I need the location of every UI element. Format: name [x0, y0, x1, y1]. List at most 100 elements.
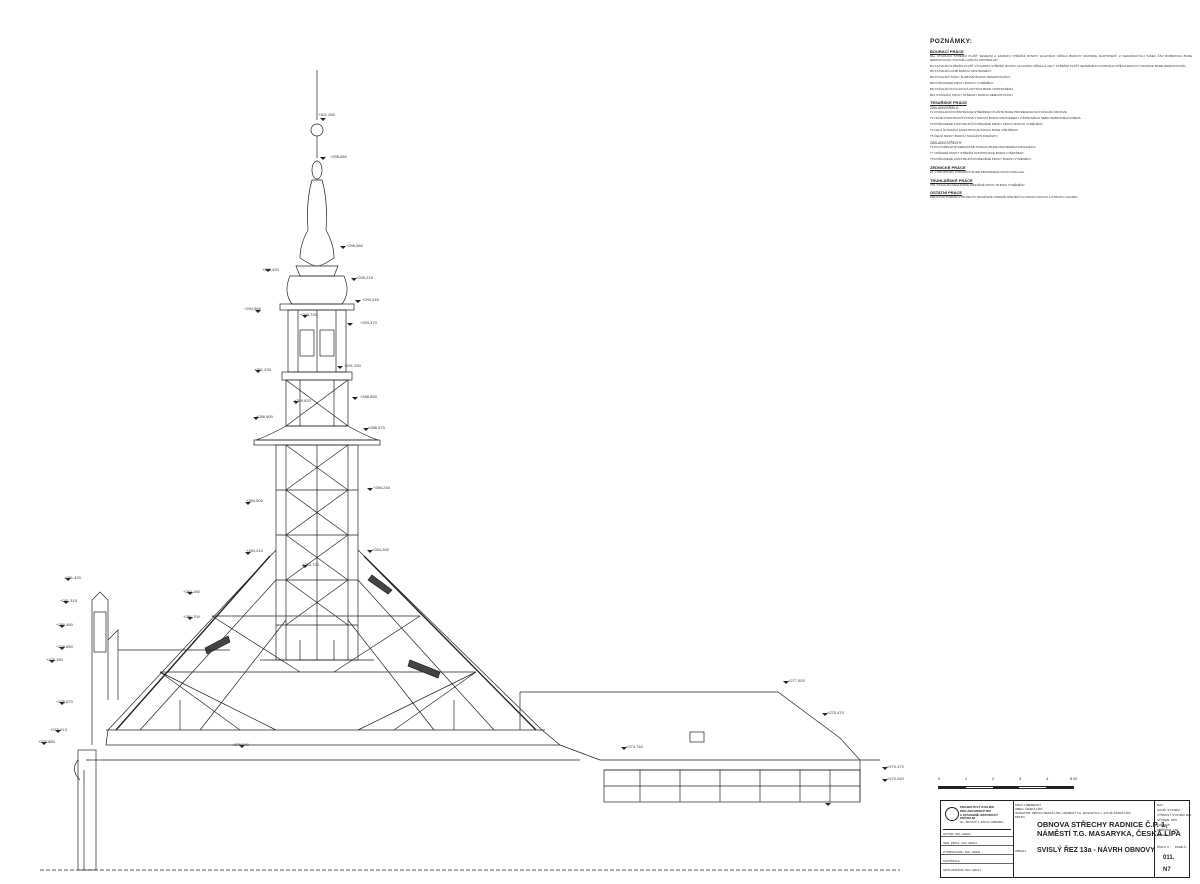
title-block-main: KRAJ: LIBERECKÝ OBEC: ČESKÁ LÍPA INVESTO…	[1013, 801, 1191, 877]
meta-line: ČÍSLO V. :	[1157, 845, 1172, 849]
level-label: +286,900	[256, 414, 273, 419]
level-label: +281,700	[183, 614, 200, 619]
firm-address: UL. ŠKOLNÍ 1, 460 01 LIBEREC	[960, 820, 1004, 824]
level-label: +294,245	[362, 297, 379, 302]
section-heading: TRUHLÁŘSKÉ PRÁCE	[930, 177, 973, 183]
notes-title: POZNÁMKY:	[930, 38, 973, 45]
level-label: +298,680	[330, 154, 347, 159]
level-label: +280,460	[56, 622, 73, 627]
role-label: SPOLUPRÁCE:	[943, 868, 965, 872]
role-value: ING. ARCH.	[961, 841, 978, 845]
level-label: +277,920	[788, 678, 805, 683]
level-label: +275,970	[56, 699, 73, 704]
note-paragraph: T2 NOVÉ KONSTRUKČNÍ PRVKY KROVU BUDOU PR…	[930, 116, 1082, 121]
level-label: +289,820	[294, 398, 311, 403]
role-row: AUTOR: ING. ARCH.	[941, 831, 1013, 837]
meta-line: DAT.:	[1157, 803, 1165, 807]
notes-section: ZÁKLADNÍ STŘECHY T6 PO KOMPLETNÍ DEMONTÁ…	[930, 141, 1192, 161]
note-paragraph: B8 POŠKOZENÉ PRVKY BUDOU VYMĚNĚNY.	[930, 80, 994, 85]
scale-tick: 2	[992, 776, 995, 781]
level-label: +293,720	[300, 312, 317, 317]
scale-tick: 0	[938, 776, 941, 781]
level-label: +270,880	[38, 739, 55, 744]
note-paragraph: PROSTOR PODKROVÍ BUDE PO TESAŘSKÉ OPRAVĚ…	[930, 195, 1079, 200]
level-label: +286,570	[368, 425, 385, 430]
firm-name-line: A STAVEBNĚ HISTORICKÝ PRŮZKUM	[960, 813, 999, 821]
role-value: ING. ARCH.	[965, 868, 982, 872]
level-label: +282,180	[183, 589, 200, 594]
level-label: +273,013	[50, 727, 67, 732]
firm-logo: PROJEKTOVÝ ATELIÉR PRO ARCHITEKTURU A ST…	[943, 803, 1011, 830]
drawing-label: OBSAH:	[1015, 849, 1027, 853]
level-label: +301,260	[318, 112, 335, 117]
scale-tick: 1	[965, 776, 968, 781]
note-paragraph: T6 PO KOMPLETNÍ DEMONTÁŽI PODLAH BUDE PR…	[930, 145, 1037, 150]
level-label: +294,965	[244, 306, 261, 311]
level-label: +270,470	[887, 764, 904, 769]
note-paragraph: B1e STÁVAJÍCÍ STŘEŠNÍ PLÁŠŤ SEVERNÍ A ZÁ…	[930, 54, 1192, 62]
note-paragraph: B10 STÁVAJÍCÍ PRVKY STŘECHY BUDOU DEMONT…	[930, 92, 1014, 97]
level-label: +284,210	[246, 548, 263, 553]
scale-tick: 3	[1019, 776, 1022, 781]
level-label: +291,230	[254, 367, 271, 372]
scale-bar-graphic	[938, 786, 1074, 789]
section-heading: OSTATNÍ PRÁCE	[930, 190, 963, 196]
meta-line: REVIZE:	[1157, 833, 1169, 837]
section-heading: TESAŘSKÉ PRÁCE	[930, 100, 967, 106]
notes-panel: POZNÁMKY: BOURACÍ PRÁCE B1e STÁVAJÍCÍ ST…	[930, 38, 1192, 203]
level-label: +284,500	[246, 498, 263, 503]
role-row: SPOLUPRÁCE: ING. ARCH.	[941, 867, 1013, 873]
note-paragraph: B5 STÁVAJÍCÍ HATĚ BUDOU ODSTRANĚNY.	[930, 69, 992, 74]
firm-logo-icon	[945, 807, 959, 821]
firm-name-line: PRO ARCHITEKTURU	[960, 809, 992, 813]
meta-line: STUPEŇ: DPS	[1157, 818, 1178, 822]
role-row: VYPRACOVAL: ING. ARCH.	[941, 849, 1013, 855]
note-paragraph: B4 STÁVAJÍCÍ STŘEŠNÍ PLÁŠŤ VÝCHODNÍ STŘE…	[930, 63, 1187, 68]
notes-section: BOURACÍ PRÁCE B1e STÁVAJÍCÍ STŘEŠNÍ PLÁŠ…	[930, 49, 1192, 97]
level-label: +295,420	[262, 267, 279, 272]
meta-line: SOUŘ. SYSTÉM:	[1157, 808, 1181, 812]
note-paragraph: B9 STÁVAJÍCÍ POVLAKOVÁ KRYTINA BUDE ODST…	[930, 86, 1014, 91]
notes-section: TESAŘSKÉ PRÁCE ZÁKLADNÍ KŘÍDLO T1 PODKLA…	[930, 100, 1192, 138]
firm-name-line: PROJEKTOVÝ ATELIÉR	[960, 805, 994, 809]
role-label: KONTROLA:	[943, 859, 961, 863]
title-block-left: PROJEKTOVÝ ATELIÉR PRO ARCHITEKTURU A ST…	[941, 801, 1014, 877]
role-row: KONTROLA:	[941, 858, 1013, 864]
level-label: +281,420	[64, 575, 81, 580]
note-paragraph: T1 PODKLADNÍ KONSTRUKCE STŘEŠNÍHO PLÁŠTĚ…	[930, 110, 1068, 115]
level-label: +283,720	[302, 562, 319, 567]
role-value: ING. ARCH.	[955, 832, 972, 836]
note-paragraph: T8 POŠKOZENÉ KONSTRUKČNÍ DŘEVĚNÉ PRVKY B…	[930, 156, 1032, 161]
level-label: +286,230	[373, 485, 390, 490]
meta-line: FORMÁT:	[1157, 823, 1171, 827]
meta-line: VÝŠKOVÝ SYSTÉM: Bpv	[1157, 813, 1192, 817]
level-label: +274,740	[626, 744, 643, 749]
meta-line: PARÉ Č.:	[1175, 845, 1188, 849]
level-label: +288,850	[360, 394, 377, 399]
note-paragraph: B6 STÁVAJÍCÍ TAŠKY ŽLABOVÉ BUDOU DEMONTO…	[930, 75, 1011, 80]
note-paragraph: T7 VEŠKERÉ PRVKY STŘEŠNÍ KONSTRUKCE BUDO…	[930, 151, 1025, 156]
level-label: +275,240	[232, 742, 249, 747]
notes-section: ZEDNICKÉ PRÁCE Z1 V PROSTORU PODKROVÍ BU…	[930, 165, 1192, 175]
role-label: VED. PROJ.:	[943, 841, 961, 845]
role-row: VED. PROJ.: ING. ARCH.	[941, 840, 1013, 846]
info-line: MÍSTO:	[1015, 815, 1026, 819]
level-label: +284,260	[372, 547, 389, 552]
note-paragraph: T3 POŠKOZENÉ KONSTRUKČNÍ DŘEVĚNÉ PRVKY K…	[930, 121, 1044, 126]
note-paragraph: T5 ČELNÍ DESKY BUDOU SOUČÁSTÍ DODÁVKY.	[930, 133, 998, 138]
note-paragraph: Z1 V PROSTORU PODKROVÍ BUDE PROVEDENA NO…	[930, 169, 1025, 174]
level-label: +296,580	[346, 243, 363, 248]
section-heading: BOURACÍ PRÁCE	[930, 49, 964, 54]
scale-tick: 5 M	[1070, 776, 1077, 781]
title-block-right: DAT.: SOUŘ. SYSTÉM: VÝŠKOVÝ SYSTÉM: Bpv …	[1154, 801, 1191, 877]
drawing-number: 011.	[1163, 855, 1175, 861]
note-paragraph: TR1 STÁVAJÍCÍ NEVHODNÉ DŘEVĚNÉ PRVKY BUD…	[930, 182, 1026, 187]
title-block: PROJEKTOVÝ ATELIÉR PRO ARCHITEKTURU A ST…	[940, 800, 1191, 878]
note-paragraph: T4 CELÁ STÁVAJÍCÍ KONSTRUKCE KROVU BUDE …	[930, 127, 1019, 132]
section-drawing	[40, 70, 900, 871]
level-label: +281,315	[60, 598, 77, 603]
role-label: VYPRACOVAL:	[943, 850, 964, 854]
meta-line: MĚŘÍTKO: 1:50	[1157, 828, 1179, 832]
sheet-number: N7	[1163, 867, 1171, 873]
